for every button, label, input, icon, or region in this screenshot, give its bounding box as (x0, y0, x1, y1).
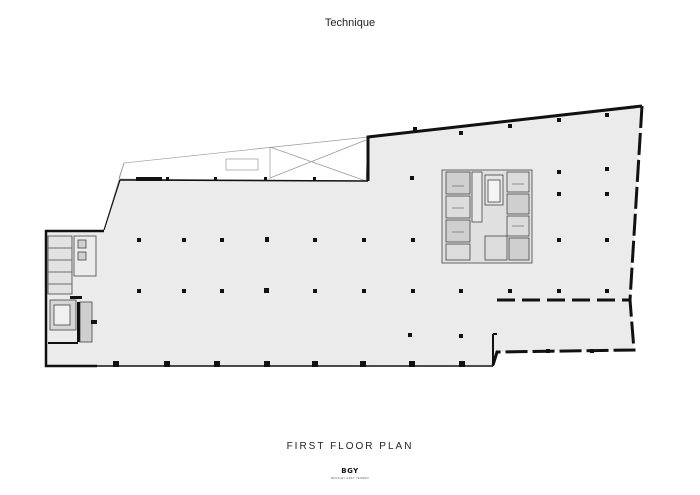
bgy-logo: BGY (341, 467, 359, 475)
central-core (441, 169, 533, 264)
bgy-tagline: BUCKLEY GRAY YEOMAN (331, 477, 369, 480)
plan-title: FIRST FLOOR PLAN (286, 441, 414, 452)
left-core (47, 235, 97, 343)
structural-columns (113, 113, 609, 367)
outer-walls (44, 104, 644, 368)
left-core-walls (48, 296, 97, 344)
floor-slab (86, 106, 642, 366)
drawing-title: Technique (324, 17, 376, 29)
